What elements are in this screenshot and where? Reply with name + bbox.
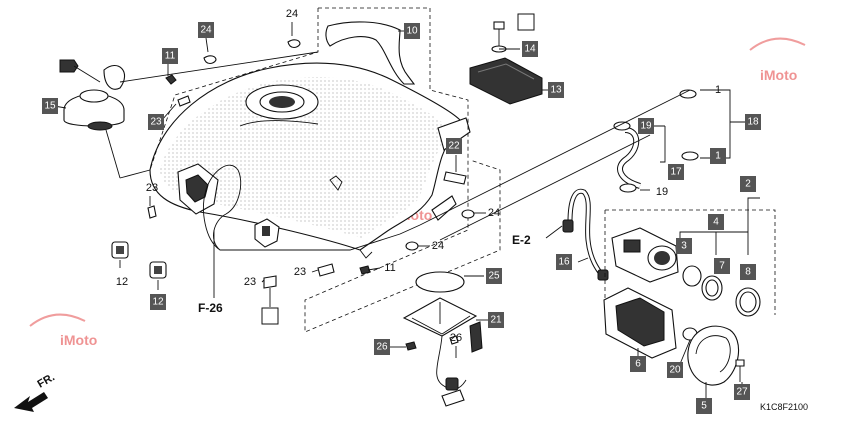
ref-f26: F-26 bbox=[198, 301, 223, 315]
callout-10: 10 bbox=[406, 26, 418, 37]
callout-11-top: 11 bbox=[165, 51, 176, 62]
callout-23-mid: 23 bbox=[244, 276, 256, 288]
cover-5 bbox=[687, 325, 745, 386]
callout-3: 3 bbox=[681, 241, 687, 252]
watermark-left: iMoto bbox=[60, 332, 97, 348]
callout-5: 5 bbox=[701, 401, 707, 412]
callout-26-plain: 26 bbox=[450, 332, 462, 344]
callout-6: 6 bbox=[635, 359, 641, 370]
callout-19-box: 19 bbox=[640, 121, 652, 132]
small-parts-left bbox=[111, 39, 475, 289]
callout-13: 13 bbox=[550, 85, 562, 96]
callout-20: 20 bbox=[669, 365, 681, 376]
callout-1-top: 1 bbox=[715, 84, 721, 96]
bracket-10 bbox=[325, 21, 416, 85]
direction-label: FR. bbox=[36, 371, 57, 390]
callout-7: 7 bbox=[719, 261, 725, 272]
callout-25: 25 bbox=[488, 271, 500, 282]
callout-1-box: 1 bbox=[715, 151, 721, 162]
callout-19-plain: 19 bbox=[656, 186, 668, 198]
callout-17: 17 bbox=[670, 167, 682, 178]
front-direction-arrow: FR. bbox=[14, 371, 57, 412]
callout-24-box: 24 bbox=[200, 25, 212, 36]
rings-3-7-8 bbox=[682, 265, 761, 317]
tank-assembly-outline bbox=[304, 7, 501, 333]
callout-23-box: 23 bbox=[150, 117, 162, 128]
callout-24-mid: 24 bbox=[432, 240, 444, 252]
callout-15: 15 bbox=[44, 101, 56, 112]
bolt-14 bbox=[491, 21, 507, 53]
callout-27: 27 bbox=[736, 387, 748, 398]
callout-26-box: 26 bbox=[376, 342, 388, 353]
damper-13 bbox=[469, 57, 543, 105]
breather-hoses bbox=[613, 89, 701, 193]
callout-2: 2 bbox=[745, 179, 751, 190]
callout-23-right: 23 bbox=[294, 266, 306, 278]
callout-4: 4 bbox=[713, 217, 719, 228]
callout-12-plain: 12 bbox=[116, 276, 128, 288]
callout-24-top: 24 bbox=[286, 8, 298, 20]
callout-12-box: 12 bbox=[152, 297, 164, 308]
fuel-tank bbox=[149, 62, 471, 259]
callout-23-left: 23 bbox=[146, 182, 158, 194]
callout-18: 18 bbox=[747, 117, 759, 128]
watermark-right: iMoto bbox=[760, 67, 797, 83]
intake-pipe-16 bbox=[562, 188, 609, 281]
callout-21: 21 bbox=[490, 315, 502, 326]
callouts: 24 24 11 15 23 23 12 12 F-26 23 23 11 24… bbox=[42, 8, 761, 414]
callout-16: 16 bbox=[558, 257, 570, 268]
housing-6 bbox=[603, 287, 698, 359]
callout-8: 8 bbox=[745, 267, 751, 278]
callout-22: 22 bbox=[448, 141, 460, 152]
ref-e2: E-2 bbox=[512, 233, 531, 247]
throttle-body-2 bbox=[611, 227, 679, 283]
diagram-code: K1C8F2100 bbox=[760, 402, 808, 412]
callout-14: 14 bbox=[524, 44, 536, 55]
fuel-cap-15 bbox=[59, 59, 126, 131]
fuel-pump-21 bbox=[402, 271, 483, 407]
callout-11-bottom: 11 bbox=[384, 262, 395, 274]
callout-24-right: 24 bbox=[488, 207, 500, 219]
